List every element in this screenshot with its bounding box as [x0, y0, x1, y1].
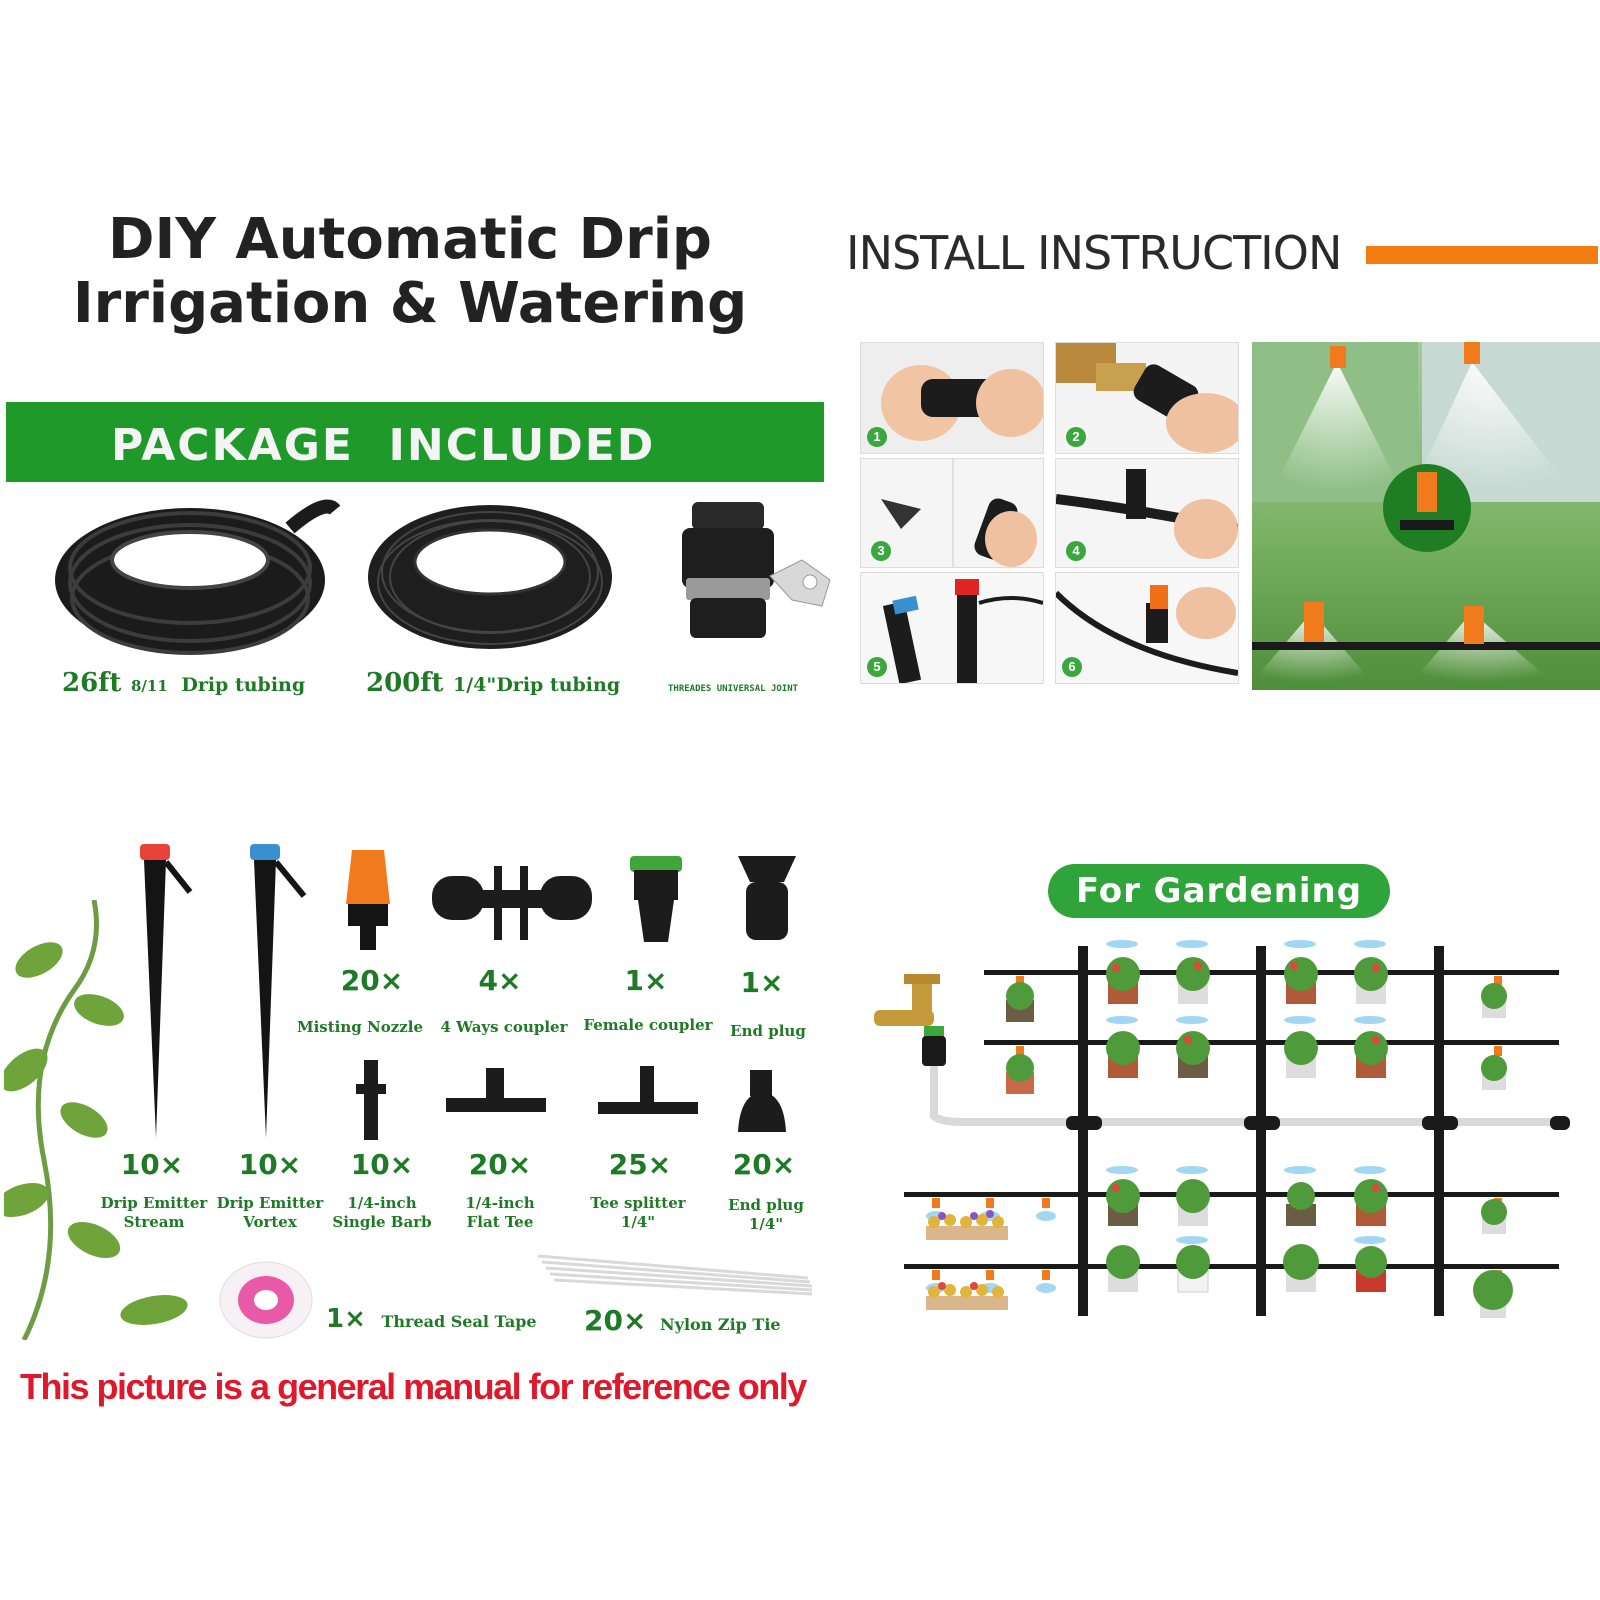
misting-nozzle-qty: 20×: [340, 964, 404, 997]
universal-joint-image: [682, 502, 831, 638]
item-universal-joint-label: THREADES UNIVERSAL JOINT: [668, 684, 799, 694]
package-included-banner: PACKAGE INCLUDED: [6, 402, 824, 482]
drip-emitter-vortex-qty: 10×: [238, 1148, 302, 1181]
single-barb-label: 1/4-inch Single Barb: [332, 1194, 432, 1231]
thread-seal-tape-qty: 1×: [326, 1304, 366, 1334]
for-gardening-text: For Gardening: [1075, 871, 1363, 911]
item-200ft-label: Drip tubing: [496, 674, 621, 696]
step-5-number: 5: [867, 657, 887, 677]
step-3-photo: 3: [860, 458, 1044, 568]
vine-decoration: [4, 900, 188, 1340]
item-26ft-label: Drip tubing: [181, 674, 306, 696]
end-plug-qty: 1×: [740, 966, 784, 999]
nylon-zip-tie-item: 20× Nylon Zip Tie: [584, 1304, 781, 1337]
kit-title: DIY Automatic Drip Irrigation & Watering: [60, 207, 760, 337]
reference-note: This picture is a general manual for ref…: [20, 1366, 807, 1407]
four-ways-coupler-qty: 4×: [478, 964, 522, 997]
drip-emitter-vortex-image: [250, 844, 307, 1138]
drip-emitter-vortex-label: Drip Emitter Vortex: [216, 1194, 324, 1231]
tubing-coil-large-image: [55, 499, 340, 655]
tee-splitter-qty: 25×: [608, 1148, 672, 1181]
step-2-number: 2: [1066, 427, 1086, 447]
end-plug-label: End plug: [730, 1022, 806, 1040]
end-plug-quarter-label: End plug 1/4": [728, 1196, 804, 1233]
item-200ft-qty: 200ft: [366, 668, 444, 698]
step-3-number: 3: [871, 541, 891, 561]
four-ways-coupler-image: [432, 866, 592, 940]
misting-garden-photo: [1252, 342, 1600, 690]
female-coupler-qty: 1×: [624, 964, 668, 997]
step-6-number: 6: [1062, 657, 1082, 677]
item-26ft-qty: 26ft: [62, 668, 122, 698]
tee-splitter-image: [598, 1066, 698, 1114]
female-coupler-image: [630, 856, 682, 942]
single-barb-image: [356, 1060, 386, 1140]
kit-title-line2: Irrigation & Watering: [72, 271, 748, 337]
for-gardening-badge: For Gardening: [1048, 864, 1390, 918]
single-barb-qty: 10×: [350, 1148, 414, 1181]
thread-seal-tape-label: Thread Seal Tape: [381, 1312, 537, 1331]
tee-splitter-label: Tee splitter 1/4": [590, 1194, 686, 1231]
female-coupler-label: Female coupler: [583, 1016, 713, 1034]
kit-title-line1: DIY Automatic Drip: [108, 207, 712, 272]
step-4-photo: 4: [1055, 458, 1239, 568]
drip-emitter-stream-qty: 10×: [120, 1148, 184, 1181]
nylon-zip-tie-label: Nylon Zip Tie: [660, 1315, 781, 1334]
step-6-photo: 6: [1055, 572, 1239, 684]
misting-nozzle-label: Misting Nozzle: [297, 1018, 423, 1036]
install-instruction-heading: INSTALL INSTRUCTION: [846, 226, 1342, 280]
heading-accent-bar: [1366, 246, 1598, 264]
step-1-number: 1: [867, 427, 887, 447]
misting-nozzle-image: [346, 850, 390, 950]
end-plug-image: [738, 856, 796, 940]
step-4-number: 4: [1066, 541, 1086, 561]
drip-emitter-stream-image: [140, 844, 193, 1138]
step-1-photo: 1: [860, 342, 1044, 454]
drip-emitter-stream-label: Drip Emitter Stream: [100, 1194, 208, 1231]
item-26ft-size: 8/11: [130, 677, 168, 695]
flat-tee-label: 1/4-inch Flat Tee: [465, 1194, 535, 1231]
end-plug-quarter-qty: 20×: [732, 1148, 796, 1181]
tubing-coil-thin-image: [368, 505, 612, 649]
step-2-photo: 2: [1055, 342, 1239, 454]
package-included-text: PACKAGE INCLUDED: [111, 420, 656, 471]
step-5-photo: 5: [860, 572, 1044, 684]
thread-seal-tape-image: [219, 1261, 313, 1339]
nylon-zip-tie-qty: 20×: [584, 1304, 647, 1337]
thread-seal-tape-item: 1× Thread Seal Tape: [326, 1304, 537, 1334]
nylon-zip-tie-image: [538, 1254, 813, 1296]
gardening-system-diagram: [874, 940, 1570, 1318]
flat-tee-image: [446, 1068, 546, 1112]
flat-tee-qty: 20×: [468, 1148, 532, 1181]
four-ways-coupler-label: 4 Ways coupler: [440, 1018, 568, 1036]
item-200ft-size: 1/4": [453, 674, 497, 696]
item-26ft-tubing: 26ft 8/11 Drip tubing: [62, 668, 305, 698]
item-200ft-tubing: 200ft 1/4"Drip tubing: [366, 668, 620, 698]
end-plug-quarter-image: [738, 1070, 786, 1132]
